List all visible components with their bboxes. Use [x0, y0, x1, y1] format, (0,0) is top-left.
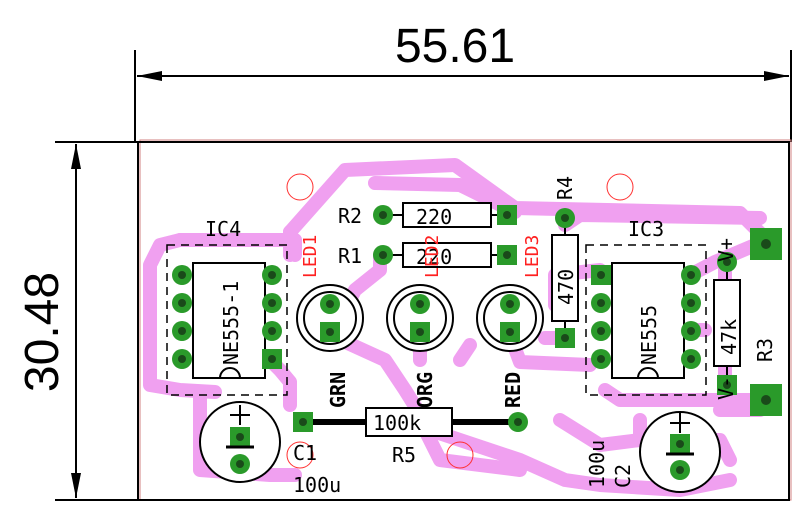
- r5-value-label: 100k: [373, 411, 421, 435]
- height-dimension-label: 30.48: [16, 272, 69, 392]
- r1-ref-label: R1: [338, 244, 362, 268]
- r3-ref-label: R3: [753, 338, 777, 362]
- led3-value-label: RED: [501, 372, 525, 408]
- resistor-r5: 100k R5: [293, 407, 528, 467]
- led-grn: LED1 GRN: [296, 235, 364, 408]
- dimension-width: 55.61: [134, 20, 792, 142]
- vplus-label: V+: [714, 238, 738, 262]
- r5-ref-label: R5: [392, 443, 416, 467]
- hole-marker: [606, 173, 634, 201]
- ic4-pads: [172, 265, 282, 369]
- capacitor-c2: 100u C2: [585, 411, 721, 493]
- c1-ref-label: C1: [293, 441, 317, 465]
- r2-value-label: 220: [416, 205, 452, 229]
- capacitor-c1: C1 100u: [199, 401, 341, 497]
- hole-marker: [446, 441, 474, 469]
- dimension-height: 30.48: [16, 141, 142, 501]
- vminus-label: V-: [714, 376, 738, 400]
- led2-value-label: ORG: [413, 372, 437, 408]
- resistor-r4: R4 470: [551, 176, 579, 348]
- led2-ref-label: LED2: [422, 235, 443, 278]
- ic4-value-label: NE555-1: [219, 281, 243, 365]
- hole-marker: [286, 441, 314, 469]
- mounting-holes: [286, 173, 634, 469]
- resistor-r2: R2 220: [338, 202, 517, 229]
- c1-value-label: 100u: [293, 473, 341, 497]
- c2-ref-label: C2: [611, 464, 635, 488]
- r3-value-label: 47k: [717, 319, 741, 355]
- r1-value-label: 220: [416, 245, 452, 269]
- led-red: LED3 RED: [476, 235, 544, 408]
- led3-ref-label: LED3: [522, 235, 543, 278]
- resistor-r1: R1 220: [338, 242, 517, 269]
- resistor-r3: R3 47k: [713, 252, 777, 395]
- width-dimension-label: 55.61: [395, 20, 515, 73]
- ic4-ref-label: IC4: [205, 217, 241, 241]
- power-connector: V+ V-: [714, 228, 782, 416]
- hole-marker: [286, 173, 314, 201]
- board-outline: [137, 141, 790, 501]
- led-org: LED2 ORG: [386, 235, 454, 408]
- led1-ref-label: LED1: [300, 235, 321, 278]
- led1-value-label: GRN: [326, 372, 350, 408]
- r4-ref-label: R4: [553, 176, 577, 200]
- ic3-pads: [591, 265, 701, 369]
- r4-value-label: 470: [554, 269, 578, 305]
- ic3-value-label: NE555: [637, 305, 661, 365]
- r2-ref-label: R2: [338, 204, 362, 228]
- c2-value-label: 100u: [585, 440, 609, 488]
- ic3-footprint: IC3 NE555: [585, 217, 707, 396]
- ic3-ref-label: IC3: [628, 217, 664, 241]
- ic4-footprint: IC4 NE555-1: [166, 217, 288, 396]
